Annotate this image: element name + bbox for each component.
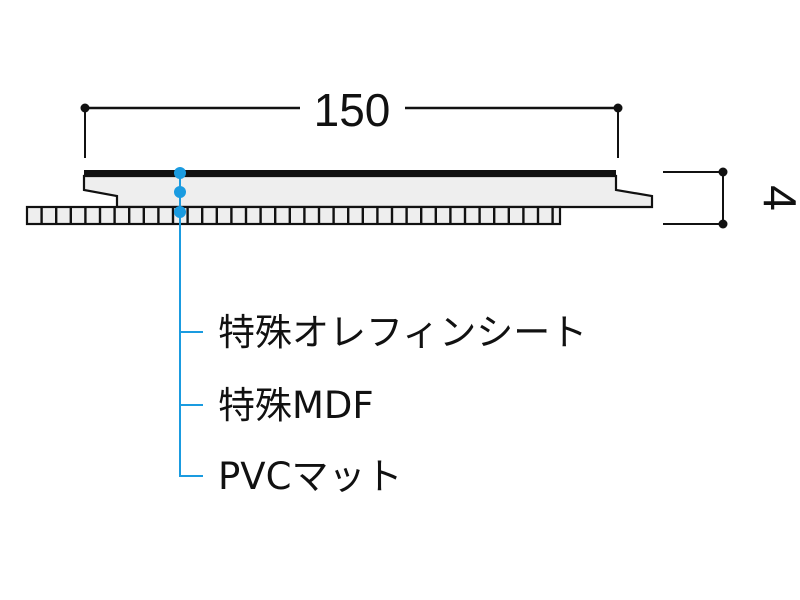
thickness-dimension: 4 xyxy=(663,167,800,229)
olefin-sheet xyxy=(84,170,616,177)
label-mdf: 特殊MDF xyxy=(218,384,374,427)
leader-dot-pvc xyxy=(174,206,186,218)
mdf-board xyxy=(82,174,654,209)
label-pvc-mat: PVCマット xyxy=(218,455,402,498)
pvc-mat xyxy=(25,205,562,226)
width-value: 150 xyxy=(314,84,391,136)
label-olefin-sheet: 特殊オレフィンシート xyxy=(218,311,587,354)
leader-lines xyxy=(174,167,203,477)
width-dimension: 150 xyxy=(80,84,623,158)
thickness-value: 4 xyxy=(754,185,800,211)
leader-dot-olefin xyxy=(174,167,186,179)
leader-dot-mdf xyxy=(174,186,186,198)
